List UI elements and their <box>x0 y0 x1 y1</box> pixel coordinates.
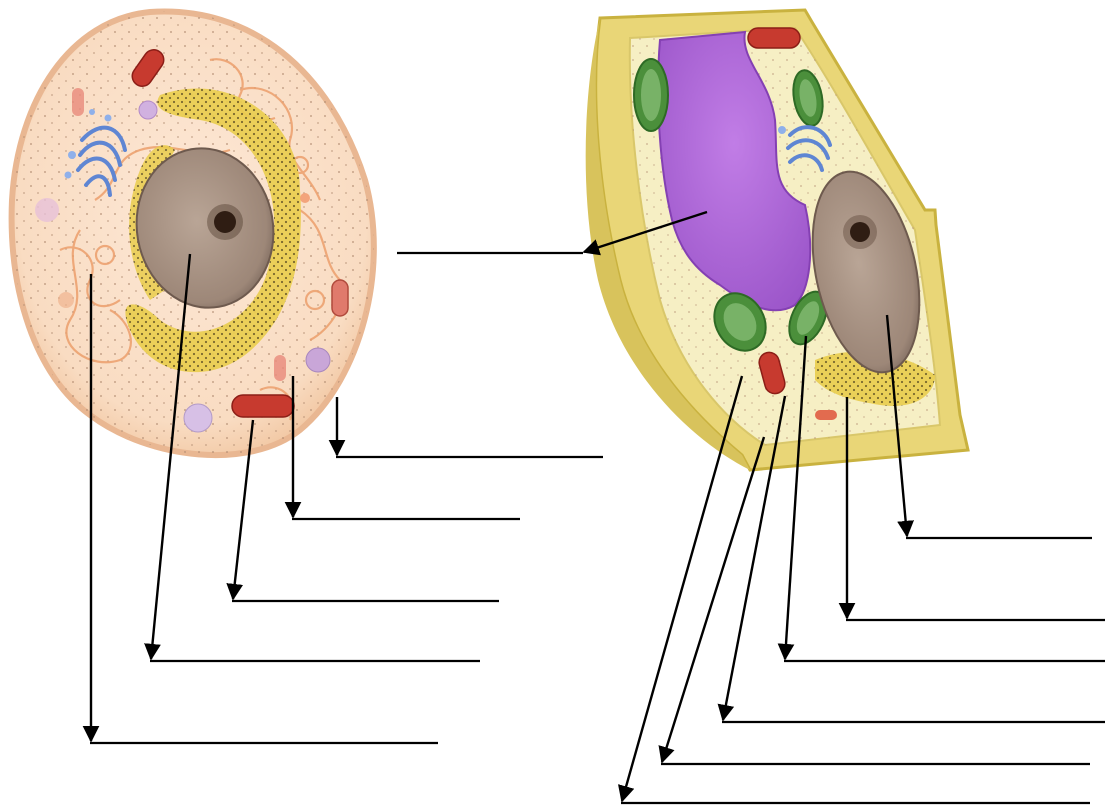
plant-cell <box>586 10 968 470</box>
animal-cell <box>12 11 374 455</box>
